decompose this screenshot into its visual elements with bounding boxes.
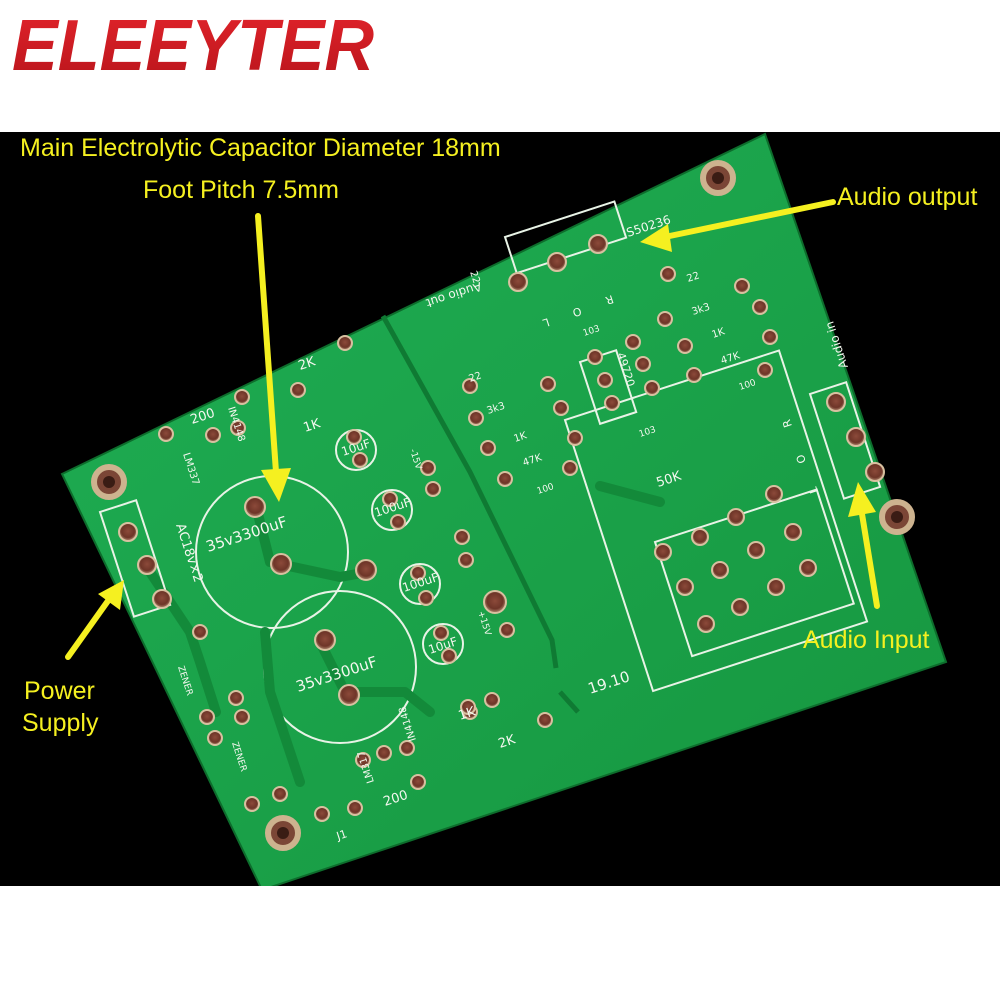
silk-r-22-3: 22: [686, 270, 702, 284]
pcb-photo: 35v3300uF 35v3300uF 10uF 100uF 100uF 10u…: [0, 132, 1000, 886]
silk-r-2k-2: 2K: [497, 732, 518, 752]
power-supply-arrow: [65, 595, 113, 660]
silk-r-1k-3: 1K: [513, 430, 529, 445]
silk-out-r: R: [603, 292, 615, 307]
pcb-illustration: 35v3300uF 35v3300uF 10uF 100uF 100uF 10u…: [60, 132, 948, 886]
audio-output-label: Audio output: [837, 183, 978, 211]
silk-r-22-2: 22: [468, 370, 484, 384]
power-supply-label-line1: Power: [24, 677, 95, 705]
silk-r-1k-4: 1K: [711, 326, 727, 341]
silk-r-200-2: 200: [382, 788, 410, 810]
capacitor-diameter-label: Main Electrolytic Capacitor Diameter 18m…: [20, 134, 501, 162]
silk-in-l: L: [806, 484, 821, 495]
brand-wordmark: ELEEYTER: [12, 6, 374, 86]
silk-r-1k-2: 1K: [457, 704, 478, 724]
foot-pitch-label: Foot Pitch 7.5mm: [143, 176, 339, 204]
audio-input-arrow: [859, 511, 880, 609]
audio-output-arrow: [657, 199, 836, 241]
silk-r-2k-1: 2K: [297, 354, 318, 374]
foot-pitch-arrow: [255, 213, 279, 475]
audio-input-label: Audio Input: [803, 626, 930, 654]
silk-r-22-1: 22: [467, 270, 481, 286]
silk-r-3k3-2: 3k3: [691, 302, 712, 318]
silk-r-3k3-1: 3k3: [486, 401, 507, 417]
silk-out-o: O: [571, 304, 584, 319]
silk-out-l: L: [540, 315, 551, 330]
silk-r-200-1: 200: [189, 406, 217, 428]
annotation-arrows: [65, 199, 880, 660]
power-supply-label-line2: Supply: [22, 709, 99, 737]
silk-jumper: J1: [334, 827, 349, 843]
pcb-board: [60, 132, 948, 886]
silk-in-o: O: [794, 453, 809, 466]
silk-r-1k-1: 1K: [302, 416, 323, 436]
silk-in-r: R: [780, 417, 795, 429]
solder-pads: [118, 234, 885, 822]
brand-logo: ELEEYTER: [12, 6, 374, 86]
